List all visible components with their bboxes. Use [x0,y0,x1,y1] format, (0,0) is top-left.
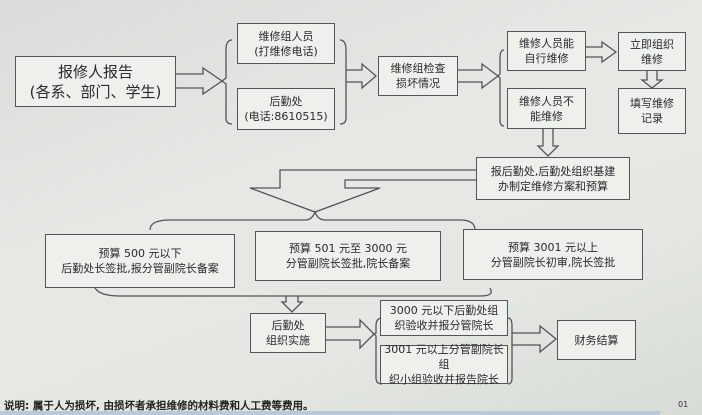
organize-repair-box: 立即组织 维修 [618,32,686,71]
report-line1: 报后勤处,后勤处组织基建 [490,164,616,178]
implement-line2: 组织实施 [266,334,310,347]
record-line1: 填写维修 [630,97,674,110]
acceptance-2-line2: 织小组验收并报告院长 [389,373,499,386]
staff-line1: 维修组人员 [258,29,314,43]
logistics-office-box: 后勤处 (电话:8610515) [237,88,335,130]
acceptance-box-2: 3001 元以上分管副院长组 织小组验收并报告院长 [380,343,508,386]
budget-2-line1: 预算 501 元至 3000 元 [289,242,407,255]
reporter-line1: 报修人报告 [57,62,133,81]
budget-1-line1: 预算 500 元以下 [98,247,182,260]
acceptance-1-line1: 3000 元以下后勤处组 [389,304,499,317]
cannot-repair-box: 维修人员不 能维修 [507,88,586,129]
record-line2: 记录 [641,112,663,125]
staff-line2: (打维修电话) [254,44,318,58]
inspect-line1: 维修组检查 [390,62,446,75]
can-repair-box: 维修人员能 自行维修 [507,31,586,71]
budget-2-line2: 分管副院长签批,院长备案 [285,257,411,270]
reporter-box: 报修人报告 (各系、部门、学生) [15,56,176,107]
footer-bar [0,411,660,415]
budget-1-line2: 后勤处长签批,报分管副院长备案 [61,262,219,275]
finance-label: 财务结算 [574,333,619,347]
organize-line2: 维修 [641,52,663,66]
budget-box-2: 预算 501 元至 3000 元 分管副院长签批,院长备案 [255,231,441,281]
inspect-box: 维修组检查 损坏情况 [378,56,458,96]
cannot-repair-line2: 能维修 [530,109,563,123]
budget-3-line1: 预算 3001 元以上 [508,240,598,254]
logistics-line1: 后勤处 [269,95,303,108]
finance-box: 财务结算 [557,320,636,360]
record-box: 填写维修 记录 [618,88,686,134]
acceptance-1-line2: 织验收并报分管院长 [394,319,494,332]
organize-line1: 立即组织 [630,37,674,51]
report-logistics-box: 报后勤处,后勤处组织基建 办制定维修方案和预算 [476,157,630,200]
cannot-repair-line1: 维修人员不 [519,94,574,108]
maintenance-staff-box: 维修组人员 (打维修电话) [237,23,335,64]
can-repair-line1: 维修人员能 [519,37,574,50]
logistics-line2: (电话:8610515) [244,110,328,123]
inspect-line2: 损坏情况 [396,77,440,90]
page-number: 01 [678,400,689,409]
implement-box: 后勤处 组织实施 [250,313,326,353]
reporter-line2: (各系、部门、学生) [29,82,162,101]
budget-box-1: 预算 500 元以下 后勤处长签批,报分管副院长备案 [45,234,235,288]
acceptance-box-1: 3000 元以下后勤处组 织验收并报分管院长 [380,300,508,336]
acceptance-2-line1: 3001 元以上分管副院长组 [384,343,504,371]
footnote: 说明: 属于人为损坏, 由损坏者承担维修的材料费和人工费等费用。 [4,400,314,412]
budget-3-line2: 分管副院长初审,院长签批 [490,255,616,269]
implement-line1: 后勤处 [271,319,305,332]
can-repair-line2: 自行维修 [524,52,569,65]
budget-box-3: 预算 3001 元以上 分管副院长初审,院长签批 [463,229,643,280]
report-line2: 办制定维修方案和预算 [498,179,608,193]
